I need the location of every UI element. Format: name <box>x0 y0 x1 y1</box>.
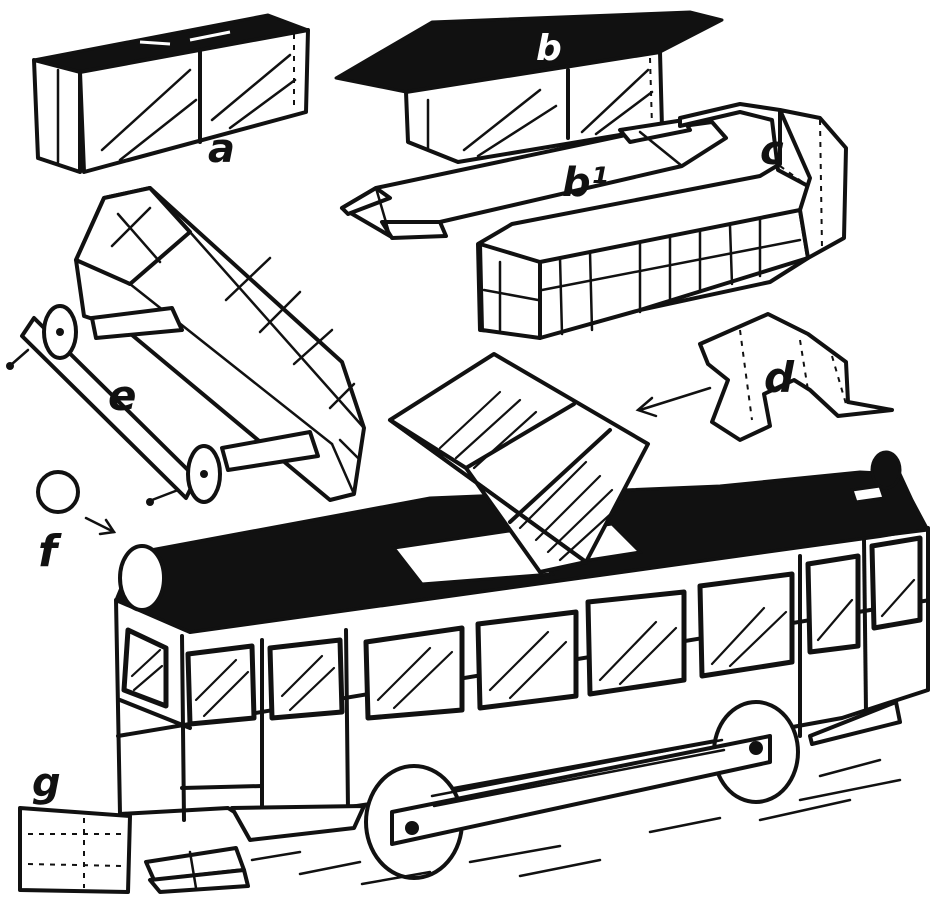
finished-trolleybus-model <box>116 354 930 884</box>
label-b: b <box>536 28 562 69</box>
label-f: f <box>38 526 62 577</box>
label-c: c <box>760 128 784 174</box>
part-e-chassis <box>6 188 364 506</box>
label-b1: b¹ <box>562 160 608 206</box>
part-g-sheet <box>20 808 248 892</box>
label-g: g <box>32 760 61 806</box>
part-a-box <box>34 15 308 172</box>
label-e: e <box>108 371 137 420</box>
label-d: d <box>764 353 795 402</box>
label-a: a <box>208 126 235 172</box>
part-f-ring <box>38 472 114 534</box>
